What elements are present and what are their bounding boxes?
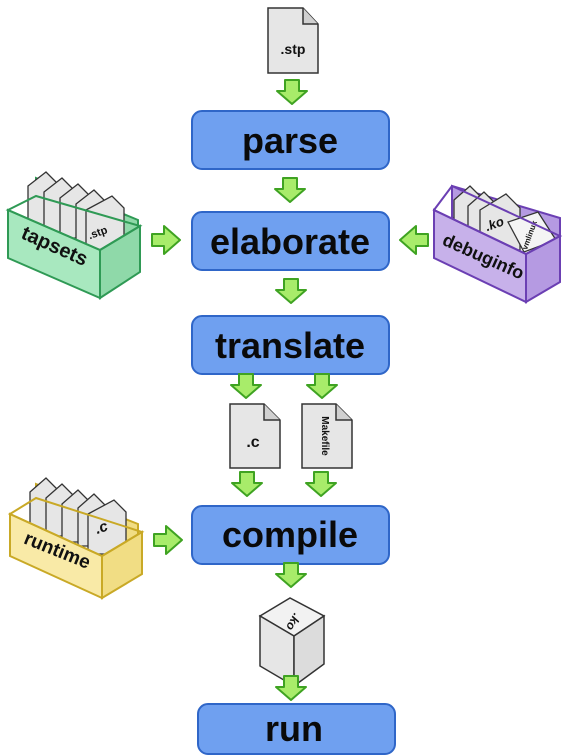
run-stage-label: run (265, 708, 323, 749)
arrow-icon-parse-to-elaborate (274, 177, 306, 203)
parse-stage: parse (191, 110, 390, 170)
compile-stage: compile (191, 505, 390, 565)
arrow-icon-translate-to-makefile (306, 373, 338, 399)
makefile-icon: Makefile (301, 403, 353, 469)
debuginfo-ko-label: .ko (483, 213, 506, 234)
arrow-icon-c-to-compile (231, 471, 263, 497)
elaborate-stage: elaborate (191, 211, 390, 271)
stp-input-file-icon: .stp (267, 7, 319, 74)
ko-module-cube-icon: .ko (258, 597, 326, 688)
arrow-icon-translate-to-c (230, 373, 262, 399)
c-file-icon: .c (229, 403, 281, 469)
arrow-icon-makefile-to-compile (305, 471, 337, 497)
tapsets-box: .stp tapsets (5, 171, 143, 300)
run-stage: run (197, 703, 396, 755)
arrow-icon-stp-to-parse (276, 79, 308, 105)
elaborate-stage-label: elaborate (210, 221, 370, 262)
arrow-icon-runtime-to-compile (153, 525, 183, 555)
runtime-files-icon: .c (29, 477, 127, 555)
stp-input-file-label: .stp (281, 41, 306, 57)
parse-stage-label: parse (242, 120, 338, 161)
debuginfo-box: .ko vmlinux debuginfo (432, 184, 563, 304)
arrow-icon-elaborate-to-translate (275, 278, 307, 304)
arrow-icon-tapsets-to-elaborate (151, 225, 181, 255)
translate-stage-label: translate (215, 325, 365, 366)
arrow-icon-debuginfo-to-elaborate (399, 225, 429, 255)
runtime-box: .c runtime (7, 477, 145, 600)
compile-stage-label: compile (222, 514, 358, 555)
c-file-label: .c (246, 434, 259, 451)
translate-stage: translate (191, 315, 390, 375)
makefile-label: Makefile (319, 416, 330, 456)
arrow-icon-compile-to-module (275, 562, 307, 588)
